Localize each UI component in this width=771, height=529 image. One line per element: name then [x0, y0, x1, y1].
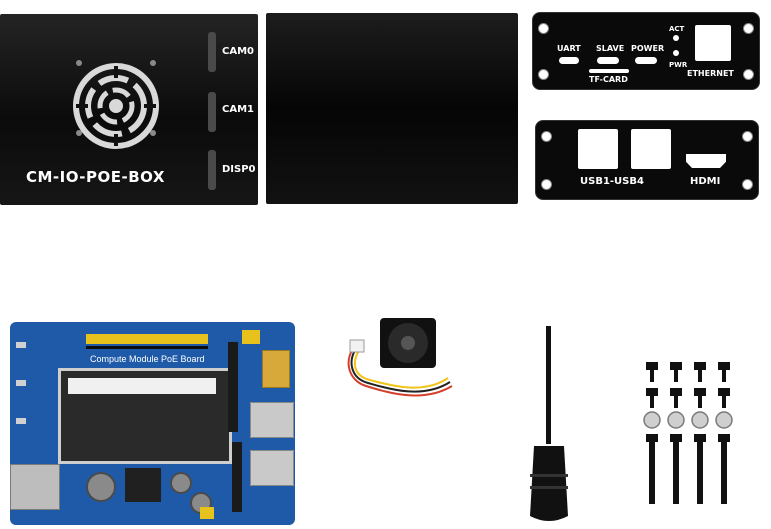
disp0-slot [208, 150, 216, 190]
power-label: POWER [631, 44, 665, 53]
top-end-plate: UART SLAVE TF-CARD POWER ACT PWR ETHERNE… [532, 12, 760, 90]
cam1-slot [208, 92, 216, 132]
ethernet-connector [10, 464, 60, 510]
hdmi-connector [262, 350, 290, 388]
uart-port [559, 57, 579, 64]
pwr-led-icon [673, 50, 679, 56]
power-port [635, 57, 657, 64]
screw-icon [150, 60, 156, 66]
case-body-panel [266, 13, 518, 204]
poe-board: Compute Module PoE Board [10, 322, 295, 525]
screws-standoffs-icon [643, 362, 733, 504]
tf-card-label: TF-CARD [589, 75, 628, 84]
pwr-label: PWR [669, 61, 688, 69]
case-front-panel: CAM0 CAM1 DISP0 CM-IO-POE-BOX [0, 14, 258, 205]
usb-port-2 [631, 129, 671, 169]
fan-header [242, 330, 260, 344]
so-dimm-contacts [68, 378, 216, 394]
usb-label: USB1-USB4 [580, 176, 644, 187]
screwdriver-icon [530, 326, 568, 521]
capacitor [170, 472, 192, 494]
cam0-label: CAM0 [222, 46, 254, 57]
screw-hole-icon [541, 179, 552, 190]
cam0-slot [208, 32, 216, 72]
ethernet-label: ETHERNET [687, 69, 734, 78]
act-led-icon [673, 35, 679, 41]
screw-hole-icon [538, 69, 549, 80]
gpio-header-base [86, 346, 208, 349]
usb-connector-1 [250, 402, 294, 438]
board-title: Compute Module PoE Board [90, 354, 205, 364]
micro-usb-port [16, 418, 26, 424]
micro-usb-port [16, 342, 26, 348]
act-label: ACT [669, 25, 685, 33]
screw-hole-icon [541, 131, 552, 142]
slave-label: SLAVE [596, 44, 625, 53]
cooling-fan-icon [347, 318, 453, 397]
capacitor [86, 472, 116, 502]
screw-icon [76, 60, 82, 66]
screw-hole-icon [743, 23, 754, 34]
ethernet-port [695, 25, 731, 61]
poe-module [125, 468, 161, 502]
hdmi-port [686, 154, 726, 168]
product-name: CM-IO-POE-BOX [26, 168, 165, 186]
fan-grille-icon [73, 63, 159, 149]
display-connector [232, 442, 242, 512]
micro-usb-port [16, 380, 26, 386]
tf-card-slot [589, 69, 629, 73]
screw-hole-icon [742, 179, 753, 190]
disp0-label: DISP0 [222, 164, 256, 175]
screw-icon [76, 130, 82, 136]
slave-port [597, 57, 619, 64]
screw-hole-icon [538, 23, 549, 34]
usb-port-1 [578, 129, 618, 169]
screw-hole-icon [742, 131, 753, 142]
poe-header [200, 507, 214, 519]
screw-icon [150, 130, 156, 136]
screw-hole-icon [743, 69, 754, 80]
cam1-label: CAM1 [222, 104, 254, 115]
bottom-end-plate: USB1-USB4 HDMI [535, 120, 759, 200]
hdmi-label: HDMI [690, 176, 721, 187]
usb-connector-2 [250, 450, 294, 486]
uart-label: UART [557, 44, 581, 53]
gpio-header [86, 334, 208, 344]
camera-connector [228, 342, 238, 432]
